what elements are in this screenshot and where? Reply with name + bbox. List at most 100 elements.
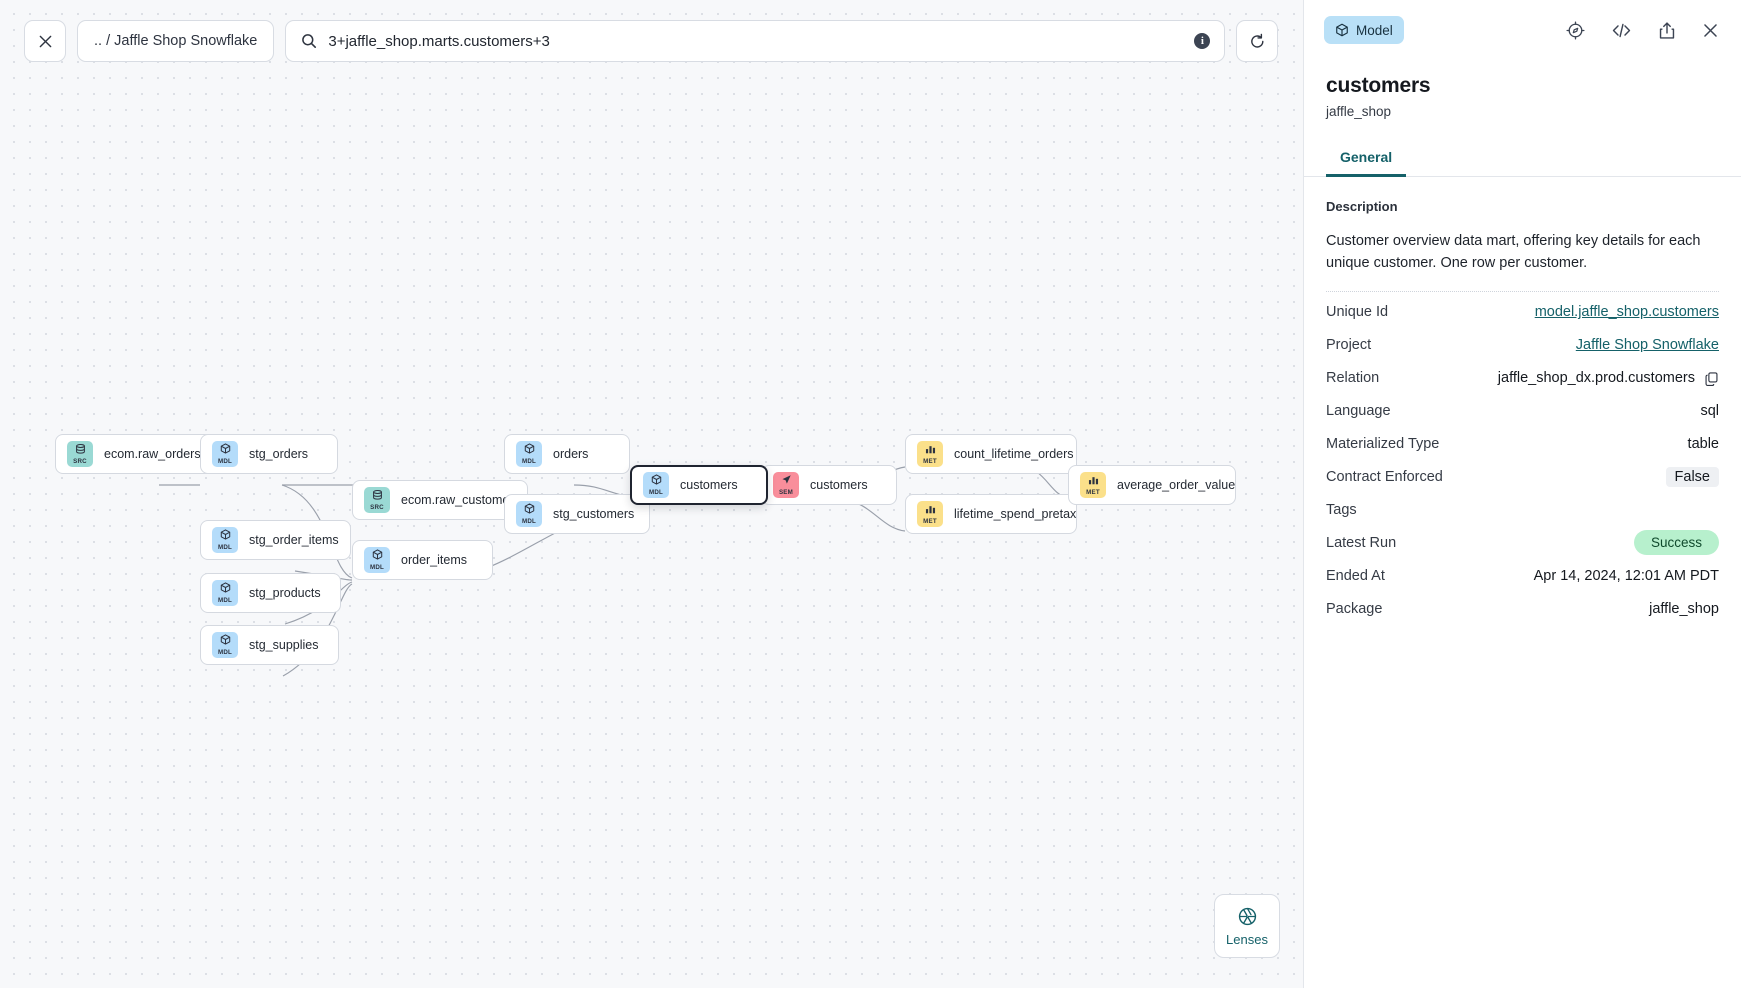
close-icon (39, 35, 51, 47)
detail-value-wrap: jaffle_shop_dx.prod.customers (1498, 370, 1719, 386)
badge-glyph (220, 581, 231, 597)
detail-value-link[interactable]: jaffle_shop_dx.prod.customers (1497, 370, 1695, 387)
node-type-badge-mdl-icon: MDL (212, 580, 238, 606)
badge-text: SRC (370, 504, 384, 512)
code-icon (1612, 23, 1631, 37)
node-label: stg_products (249, 586, 321, 600)
badge-glyph (220, 442, 231, 458)
badge-text: MET (923, 458, 937, 466)
badge-glyph (925, 502, 936, 518)
section-divider (1326, 290, 1719, 292)
node-label: customers (680, 478, 738, 492)
node-type-badge-mdl-icon: MDL (516, 501, 542, 527)
badge-text: MDL (217, 458, 232, 466)
close-panel-button[interactable] (1702, 22, 1719, 39)
node-type-badge-src-icon: SRC (67, 441, 93, 467)
refresh-icon (1250, 33, 1264, 48)
detail-value-link[interactable]: model.jaffle_shop.customers (1534, 304, 1719, 321)
node-label: stg_supplies (249, 638, 319, 652)
detail-key: Project (1326, 337, 1372, 354)
lineage-canvas[interactable]: .. / Jaffle Shop Snowflake i SRCecom.raw… (0, 0, 1303, 988)
compass-button[interactable] (1566, 20, 1585, 40)
node-type-badge-met-icon: MET (917, 501, 943, 527)
badge-glyph (220, 633, 231, 649)
badge-glyph (220, 528, 231, 544)
share-button[interactable] (1658, 21, 1676, 40)
node-type-badge-mdl-icon: MDL (212, 441, 238, 467)
badge-text: MDL (648, 489, 663, 497)
lenses-button[interactable]: Lenses (1214, 894, 1280, 958)
panel-body: Description Customer overview data mart,… (1304, 177, 1741, 626)
detail-key: Unique Id (1326, 304, 1389, 321)
node-type-badge-mdl-icon: MDL (643, 472, 669, 498)
tab-general[interactable]: General (1326, 149, 1407, 177)
detail-value: table (1687, 436, 1719, 453)
lenses-icon (1238, 907, 1256, 925)
lineage-search[interactable]: i (285, 20, 1226, 62)
description-text: Customer overview data mart, offering ke… (1326, 233, 1701, 272)
breadcrumb[interactable]: .. / Jaffle Shop Snowflake (77, 20, 275, 62)
graph-node-stg_customers[interactable]: MDL stg_customers (504, 494, 650, 534)
canvas-toolbar: .. / Jaffle Shop Snowflake i (24, 20, 1279, 62)
node-label: ecom.raw_orders (104, 447, 201, 461)
graph-node-customers_model[interactable]: MDL customers (630, 465, 768, 505)
badge-text: MDL (217, 649, 232, 657)
close-icon (1704, 23, 1717, 37)
detail-value-wrap: Success (1633, 530, 1719, 556)
node-label: customers (810, 478, 868, 492)
detail-key: Package (1326, 601, 1383, 618)
info-icon[interactable]: i (1194, 33, 1211, 49)
detail-key: Relation (1326, 370, 1380, 387)
page-subtitle: jaffle_shop (1326, 104, 1392, 119)
badge-glyph (372, 488, 383, 504)
node-type-badge-mdl-icon: MDL (212, 632, 238, 658)
panel-toolbar: Model (1304, 0, 1741, 60)
node-type-badge-mdl-icon: MDL (364, 547, 390, 573)
detail-key: Language (1326, 403, 1391, 420)
panel-header: customers jaffle_shop (1304, 60, 1741, 119)
copy-icon[interactable] (1704, 371, 1719, 386)
node-label: average_order_value (1117, 478, 1236, 492)
node-label: stg_customers (553, 507, 635, 521)
badge-glyph (524, 442, 535, 458)
search-input[interactable] (328, 32, 1184, 50)
detail-row: Relation jaffle_shop_dx.prod.customers (1326, 362, 1719, 395)
badge-glyph (75, 442, 86, 458)
code-button[interactable] (1611, 21, 1632, 40)
refresh-button[interactable] (1236, 20, 1279, 62)
compass-icon (1566, 20, 1585, 40)
badge-text: MET (1086, 489, 1100, 497)
badge-glyph (372, 548, 383, 564)
detail-value-link[interactable]: Jaffle Shop Snowflake (1575, 337, 1719, 354)
graph-node-ecom_raw_orders[interactable]: SRC ecom.raw_orders (55, 434, 215, 474)
badge-glyph (781, 473, 792, 489)
graph-node-stg_products[interactable]: MDL stg_products (200, 573, 341, 613)
close-graph-button[interactable] (24, 20, 66, 62)
page-title: customers (1326, 74, 1431, 97)
resource-type-chip[interactable]: Model (1324, 16, 1404, 44)
status-badge[interactable]: Success (1633, 530, 1719, 556)
share-icon (1659, 21, 1675, 39)
detail-row: Project Jaffle Shop Snowflake (1326, 329, 1719, 362)
node-type-badge-mdl-icon: MDL (212, 527, 238, 553)
graph-node-stg_supplies[interactable]: MDL stg_supplies (200, 625, 339, 665)
detail-key: Materialized Type (1326, 436, 1440, 453)
badge-text: MDL (521, 518, 536, 526)
detail-row: Unique Id model.jaffle_shop.customers (1326, 296, 1719, 329)
graph-node-average_order_value[interactable]: MET average_order_value (1068, 465, 1236, 505)
